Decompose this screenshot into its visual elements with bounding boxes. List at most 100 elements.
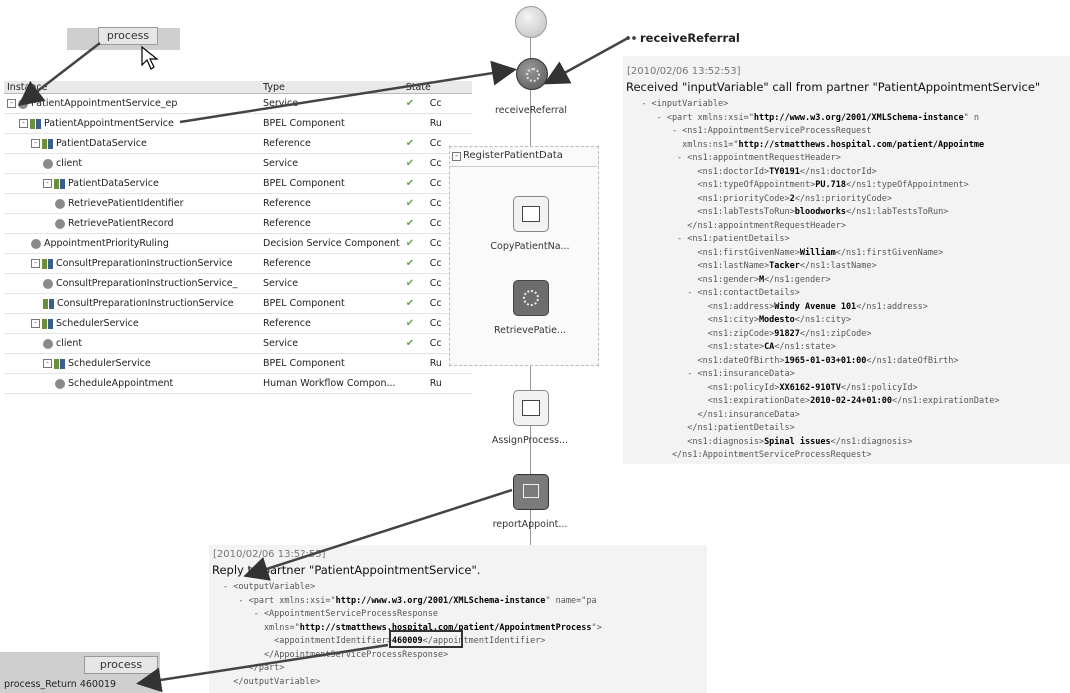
row-instance-cell: RetrievePatientRecord <box>4 213 260 234</box>
table-row[interactable]: - PatientAppointmentService BPEL Component… <box>4 113 472 134</box>
row-name[interactable]: ConsultPreparationInstructionService <box>56 258 233 269</box>
row-status-icon: ✔ <box>402 213 427 234</box>
service-icon <box>43 278 53 289</box>
row-status-icon <box>402 353 427 374</box>
scope-collapse-icon[interactable]: - <box>452 152 461 161</box>
expand-toggle-icon[interactable]: - <box>43 359 52 368</box>
assign-icon <box>522 206 540 222</box>
row-instance-cell: - SchedulerService <box>4 353 260 374</box>
check-icon: ✔ <box>405 158 415 169</box>
col-state: State <box>402 81 472 94</box>
assign-icon <box>522 400 540 416</box>
bottom-process-button[interactable]: process <box>84 656 158 674</box>
row-name[interactable]: RetrievePatientIdentifier <box>68 198 184 209</box>
row-instance-cell: - PatientDataService <box>4 173 260 194</box>
row-name[interactable]: AppointmentPriorityRuling <box>44 238 169 249</box>
expand-toggle-icon[interactable]: - <box>7 99 16 108</box>
mouse-cursor-icon <box>140 45 162 75</box>
row-type: BPEL Component <box>260 293 403 314</box>
reply-icon <box>523 484 539 498</box>
scope-register-patient-data[interactable] <box>449 146 599 366</box>
receive-label: receiveReferral <box>494 105 568 116</box>
copy-patient-activity[interactable] <box>513 196 549 232</box>
row-name[interactable]: ConsultPreparationInstructionService <box>57 298 234 309</box>
row-status-icon: ✔ <box>402 333 427 354</box>
service-icon <box>43 158 53 169</box>
row-type: Human Workflow Compon... <box>260 373 403 394</box>
row-name[interactable]: SchedulerService <box>56 318 139 329</box>
row-type: Decision Service Component <box>260 233 403 254</box>
row-instance-cell: - ConsultPreparationInstructionService <box>4 253 260 274</box>
table-row[interactable]: AppointmentPriorityRuling Decision Servic… <box>4 233 472 254</box>
component-icon <box>42 258 53 269</box>
table-row[interactable]: ScheduleAppointment Human Workflow Compon… <box>4 373 472 394</box>
row-state: Cc <box>426 93 472 114</box>
check-icon: ✔ <box>405 338 415 349</box>
row-name[interactable]: client <box>56 158 83 169</box>
expand-toggle-icon[interactable]: - <box>31 139 40 148</box>
row-type: Reference <box>260 253 403 274</box>
check-icon: ✔ <box>405 178 415 189</box>
row-status-icon: ✔ <box>402 293 427 314</box>
row-state: Ru <box>426 373 472 394</box>
expand-toggle-icon[interactable]: - <box>31 259 40 268</box>
col-instance: Instance <box>4 81 260 94</box>
check-icon: ✔ <box>405 318 415 329</box>
expand-toggle-icon[interactable]: - <box>31 319 40 328</box>
service-icon <box>43 338 53 349</box>
row-name[interactable]: client <box>56 338 83 349</box>
row-name[interactable]: PatientDataService <box>56 138 147 149</box>
check-icon: ✔ <box>405 98 415 109</box>
arrow-title-to-receive <box>543 36 629 85</box>
report-appointment-activity[interactable] <box>513 474 549 510</box>
scope-label: RegisterPatientData <box>463 150 563 161</box>
receive-xml-body: - <inputVariable> - <part xmlns:xsi="htt… <box>641 99 1000 460</box>
check-icon: ✔ <box>405 198 415 209</box>
assign-process-activity[interactable] <box>513 390 549 426</box>
reply-timestamp: [2010/02/06 13:5?:55] <box>213 549 326 560</box>
retrieve-patient-activity[interactable] <box>513 280 549 316</box>
service-icon <box>55 378 65 389</box>
process-return-value: 460019 <box>79 679 117 690</box>
row-instance-cell: AppointmentPriorityRuling <box>4 233 260 254</box>
check-icon: ✔ <box>405 138 415 149</box>
receive-timestamp: [2010/02/06 13:52:53] <box>627 66 741 77</box>
row-status-icon: ✔ <box>402 273 427 294</box>
table-row[interactable]: ConsultPreparationInstructionService BPEL… <box>4 293 472 314</box>
row-instance-cell: ConsultPreparationInstructionService <box>4 293 260 314</box>
row-name[interactable]: ScheduleAppointment <box>68 378 174 389</box>
row-name[interactable]: SchedulerService <box>68 358 151 369</box>
row-name[interactable]: PatientAppointmentService_ep <box>31 98 178 109</box>
col-type: Type <box>260 81 403 94</box>
row-name[interactable]: PatientDataService <box>68 178 159 189</box>
receive-activity[interactable] <box>516 58 548 90</box>
component-icon <box>54 178 65 189</box>
row-status-icon: ✔ <box>402 93 427 114</box>
component-icon <box>54 358 65 369</box>
row-name[interactable]: PatientAppointmentService <box>44 118 174 129</box>
row-instance-cell: ScheduleAppointment <box>4 373 260 394</box>
expand-toggle-icon[interactable]: - <box>43 179 52 188</box>
row-type: Reference <box>260 313 403 334</box>
start-node-icon <box>515 6 547 38</box>
row-type: BPEL Component <box>260 173 403 194</box>
table-row[interactable]: ConsultPreparationInstructionService_Ser… <box>4 273 472 294</box>
top-process-button[interactable]: process <box>98 27 158 45</box>
table-row[interactable]: - ConsultPreparationInstructionService Ref… <box>4 253 472 274</box>
row-type: BPEL Component <box>260 113 403 134</box>
row-type: Reference <box>260 213 403 234</box>
row-status-icon: ✔ <box>402 233 427 254</box>
row-name[interactable]: ConsultPreparationInstructionService_ <box>56 278 238 289</box>
variable-icon <box>625 34 637 42</box>
row-name[interactable]: RetrievePatientRecord <box>68 218 174 229</box>
expand-toggle-icon[interactable]: - <box>19 119 28 128</box>
